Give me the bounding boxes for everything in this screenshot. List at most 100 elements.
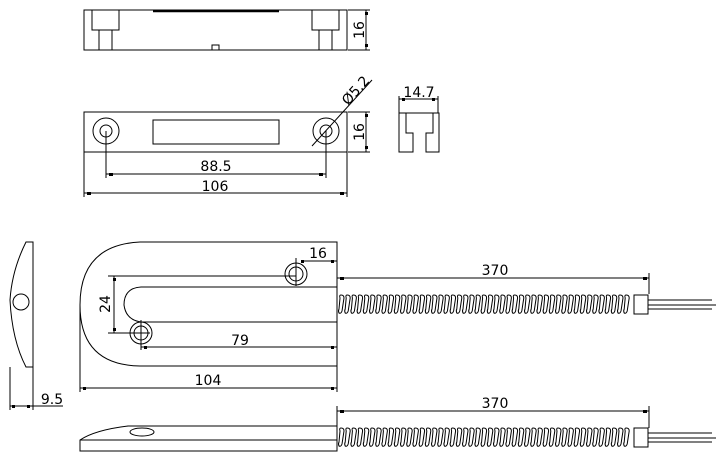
coil-turn [468,427,475,447]
coil-turn [431,427,438,447]
coil-turn [511,427,519,447]
coil-turn [530,427,537,447]
coil-turn [356,294,364,314]
cable-length-dim-bottom: 370 [482,396,509,412]
coil-turn [443,427,450,447]
top-height-dim: 16 [352,21,368,39]
side-profile: 9.5 [9,241,63,410]
coil-turn [474,294,481,314]
armored-cable-top [338,294,630,314]
coil-turn [406,294,413,314]
coil-turn [387,294,395,314]
front-length-dim: 106 [202,179,229,195]
coil-turn [400,294,407,314]
coil-turn [393,294,401,314]
coil-turn [480,427,488,447]
armored-cable-bottom [338,427,630,447]
coil-turn [356,427,364,447]
coil-turn [462,294,469,314]
coil-turn [375,294,382,314]
coil-turn [610,294,618,314]
coil-turn [561,294,568,314]
cable-wires-bottom [648,432,716,443]
coil-turn [592,294,599,314]
coil-turn [586,294,593,314]
coil-turn [623,294,630,314]
coil-turn [579,294,587,314]
coil-turn [604,427,612,447]
coil-turn [455,427,463,447]
coil-turn [493,427,500,447]
coil-turn [567,427,574,447]
coil-turn [486,427,494,447]
coil-turn [468,294,475,314]
plan-view: 24 16 79 104 370 [79,241,716,392]
coil-turn [505,294,512,314]
coil-turn [548,294,556,314]
coil-turn [369,427,376,447]
coil-turn [387,427,395,447]
coil-turn [524,427,531,447]
top-view: 16 [83,9,370,51]
coil-turn [555,427,562,447]
front-view: Ø5.2 16 88.5 106 [83,73,373,197]
hole-vertical-spacing-dim: 24 [98,295,114,313]
coil-turn [344,294,351,314]
coil-turn [449,427,457,447]
coil-turn [480,294,488,314]
coil-turn [517,294,525,314]
coil-turn [381,427,388,447]
coil-turn [449,294,457,314]
coil-turn [579,427,587,447]
coil-turn [437,294,444,314]
hole-offset-dim: 16 [309,246,327,262]
coil-turn [350,427,357,447]
coil-turn [604,294,612,314]
cable-length-dim-top: 370 [482,263,509,279]
coil-turn [561,427,568,447]
coil-turn [462,427,469,447]
front-height-dim: 16 [352,123,368,141]
coil-turn [524,294,531,314]
coil-turn [362,427,370,447]
coil-turn [573,427,581,447]
coil-turn [344,427,351,447]
coil-turn [598,427,605,447]
coil-turn [412,427,419,447]
coil-turn [424,427,432,447]
coil-turn [412,294,419,314]
coil-turn [350,294,357,314]
end-width-dim: 14.7 [403,85,434,101]
coil-turn [424,294,432,314]
coil-turn [362,294,370,314]
coil-turn [505,427,512,447]
coil-turn [542,294,550,314]
bottom-view: 370 [79,396,716,452]
coil-turn [555,294,562,314]
coil-turn [623,427,630,447]
coil-turn [369,294,376,314]
coil-turn [455,294,463,314]
coil-turn [592,427,599,447]
coil-turn [548,427,556,447]
coil-turn [375,427,382,447]
coil-turn [542,427,550,447]
coil-turn [499,294,506,314]
coil-turn [338,294,345,314]
hole-horizontal-spacing-dim: 79 [231,333,249,349]
coil-turn [567,294,574,314]
cable-wires-top [648,299,716,310]
coil-turn [530,294,537,314]
coil-turn [381,294,388,314]
coil-turn [493,294,500,314]
coil-turn [536,294,543,314]
coil-turn [486,294,494,314]
coil-turn [586,427,593,447]
coil-turn [393,427,401,447]
thickness-dim: 9.5 [41,392,63,408]
coil-turn [573,294,581,314]
coil-turn [598,294,605,314]
coil-turn [617,427,624,447]
